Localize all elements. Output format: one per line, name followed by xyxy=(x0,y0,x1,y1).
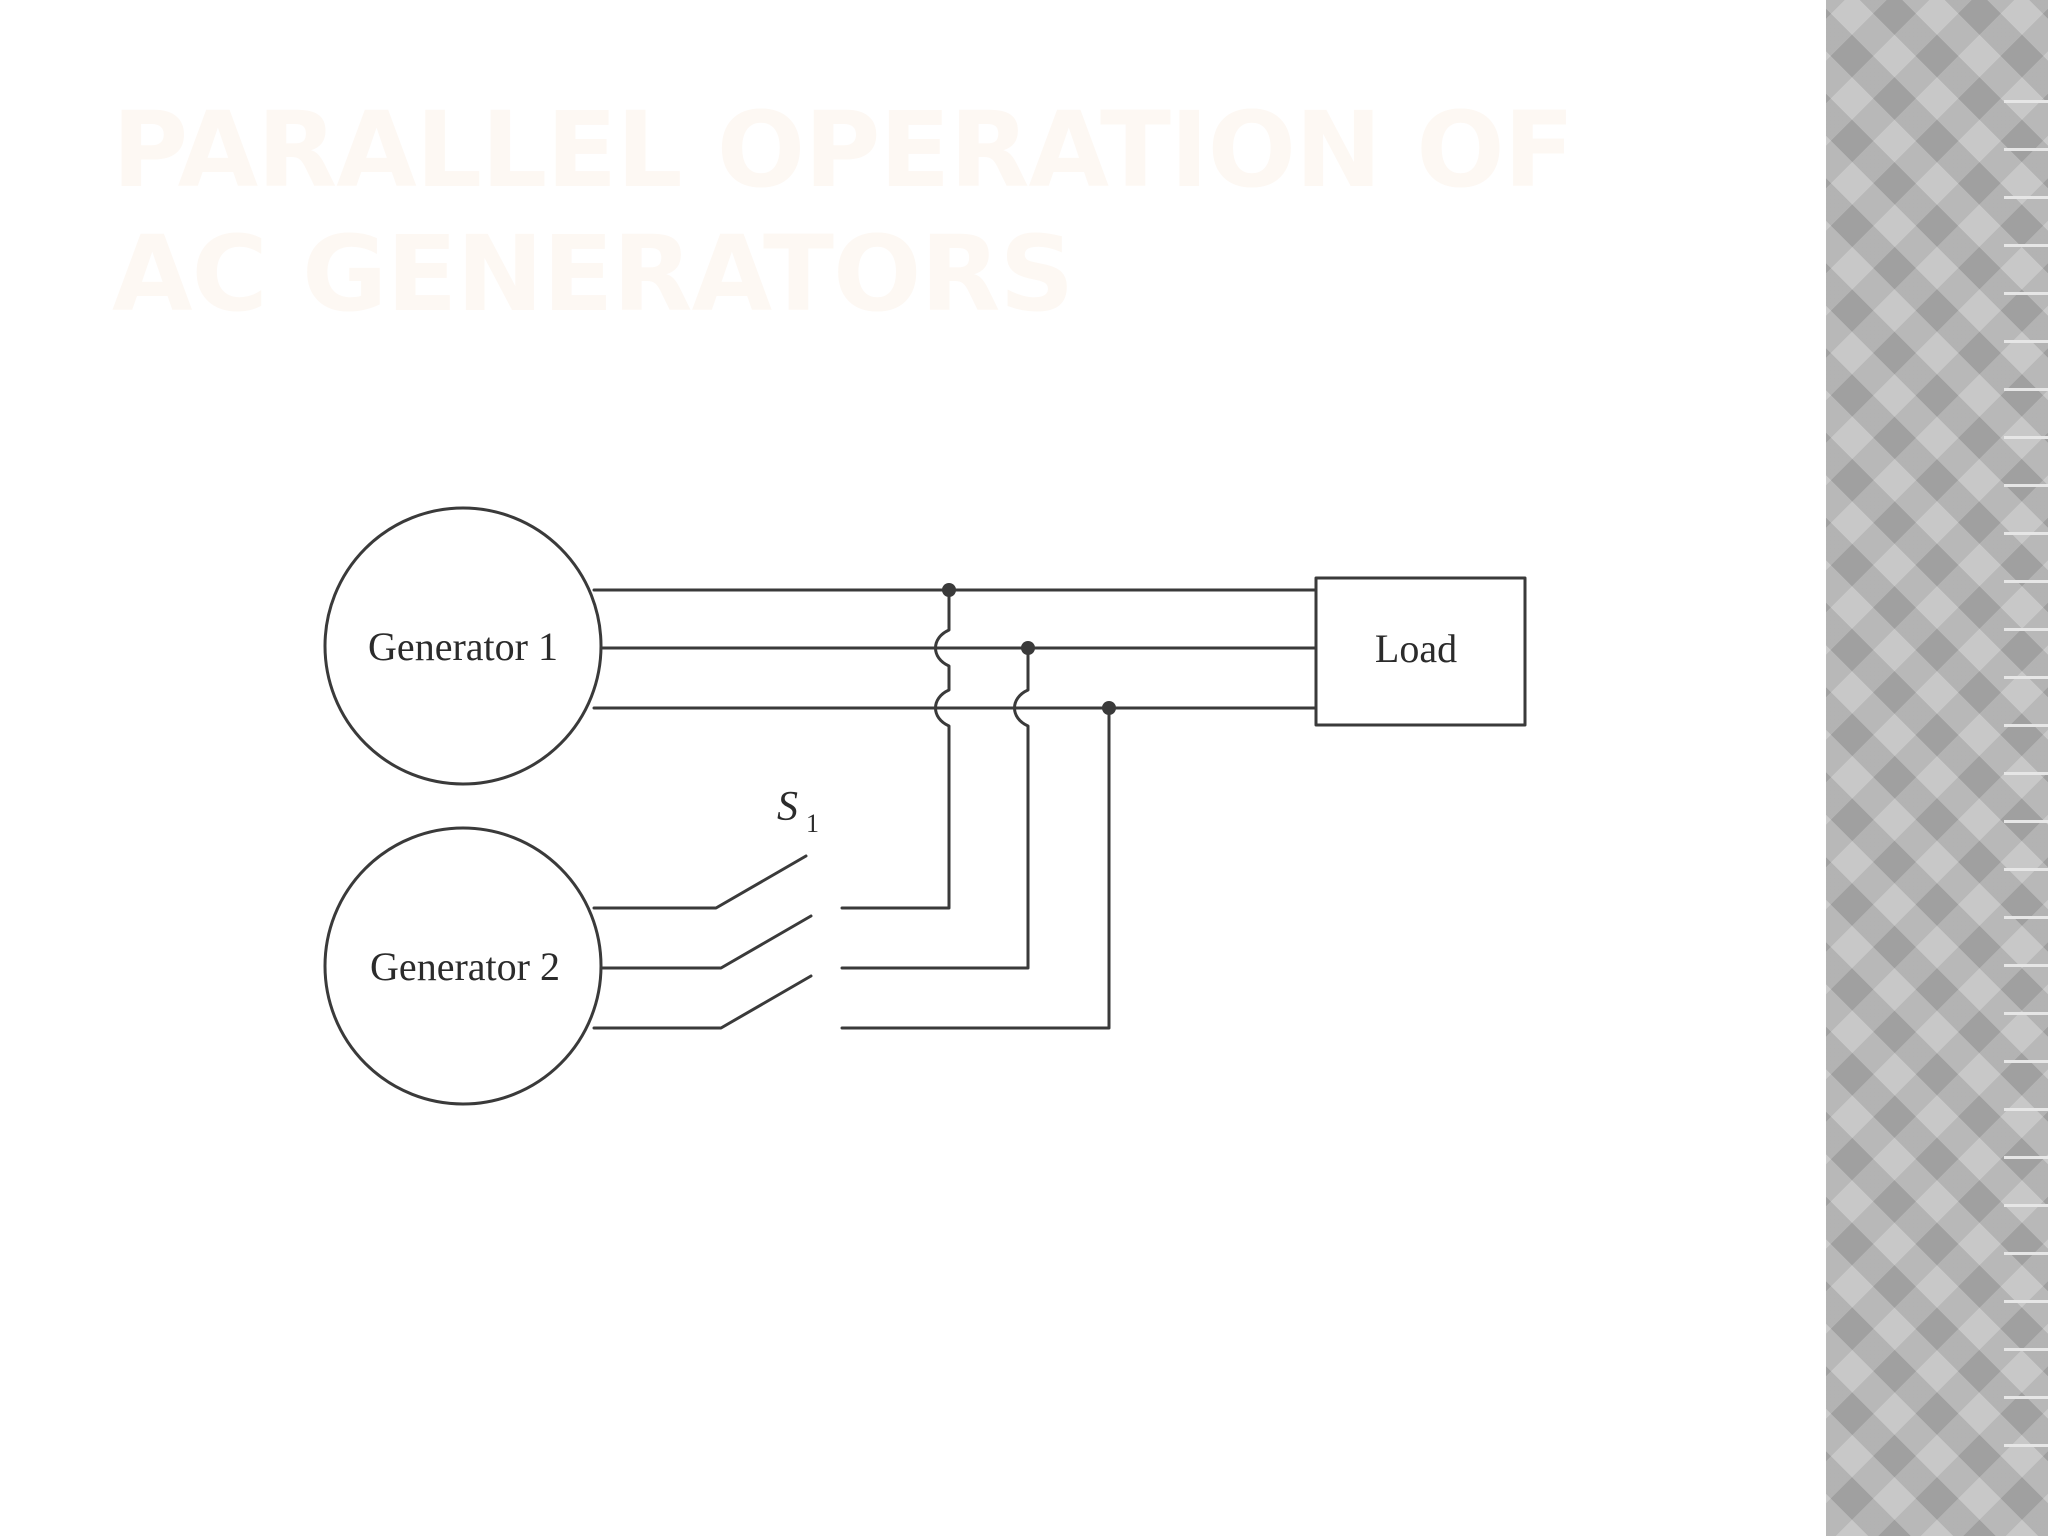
tap-line-b xyxy=(840,646,1030,970)
gen2-lead-c xyxy=(592,974,813,1030)
side-stripe xyxy=(2004,484,2048,487)
generator-1-circle xyxy=(323,506,603,786)
switch-label-subscript: 1 xyxy=(806,809,819,838)
side-stripe xyxy=(2004,244,2048,247)
slide-title: PARALLEL OPERATION OF AC GENERATORS xyxy=(112,88,1575,336)
generator-2-circle xyxy=(323,826,603,1106)
side-stripe xyxy=(2004,148,2048,151)
side-stripe xyxy=(2004,292,2048,295)
side-stripe xyxy=(2004,868,2048,871)
side-stripe xyxy=(2004,1348,2048,1351)
junction-dot-b xyxy=(1021,641,1035,655)
side-stripe xyxy=(2004,772,2048,775)
title-line-1: PARALLEL OPERATION OF xyxy=(112,89,1575,211)
side-stripe xyxy=(2004,1396,2048,1399)
side-stripe xyxy=(2004,1012,2048,1015)
side-stripe xyxy=(2004,340,2048,343)
side-stripe xyxy=(2004,1204,2048,1207)
load-box xyxy=(1314,576,1527,727)
side-stripe xyxy=(2004,532,2048,535)
generator-2-label: Generator 2 xyxy=(370,944,560,989)
slide: PARALLEL OPERATION OF AC GENERATORS xyxy=(112,88,1575,1106)
gen2-lead-b xyxy=(599,914,813,970)
side-stripe xyxy=(2004,676,2048,679)
side-stripe xyxy=(2004,1252,2048,1255)
side-stripe xyxy=(2004,1060,2048,1063)
side-stripe xyxy=(2004,388,2048,391)
side-stripe xyxy=(2004,628,2048,631)
decorative-side-panel xyxy=(1826,0,2048,1536)
switch-label: S xyxy=(777,784,798,830)
side-stripe xyxy=(2004,436,2048,439)
circuit-diagram: Generator 1 Generator 2 Load S 1 xyxy=(323,506,1527,1106)
side-stripe xyxy=(2004,100,2048,103)
side-stripe xyxy=(2004,1444,2048,1447)
generator-1-label: Generator 1 xyxy=(368,624,558,669)
tap-line-c xyxy=(840,706,1111,1030)
junction-dot-a xyxy=(942,583,956,597)
side-stripe xyxy=(2004,1300,2048,1303)
tap-line-a xyxy=(840,588,951,910)
side-stripe xyxy=(2004,580,2048,583)
gen2-lead-a xyxy=(592,854,808,910)
side-stripe xyxy=(2004,1156,2048,1159)
side-stripe xyxy=(2004,820,2048,823)
junction-dot-c xyxy=(1102,701,1116,715)
side-stripe xyxy=(2004,196,2048,199)
side-stripe xyxy=(2004,964,2048,967)
title-line-2: AC GENERATORS xyxy=(112,213,1074,335)
side-stripe xyxy=(2004,1108,2048,1111)
side-stripe xyxy=(2004,916,2048,919)
load-label: Load xyxy=(1375,626,1457,671)
side-stripe xyxy=(2004,724,2048,727)
